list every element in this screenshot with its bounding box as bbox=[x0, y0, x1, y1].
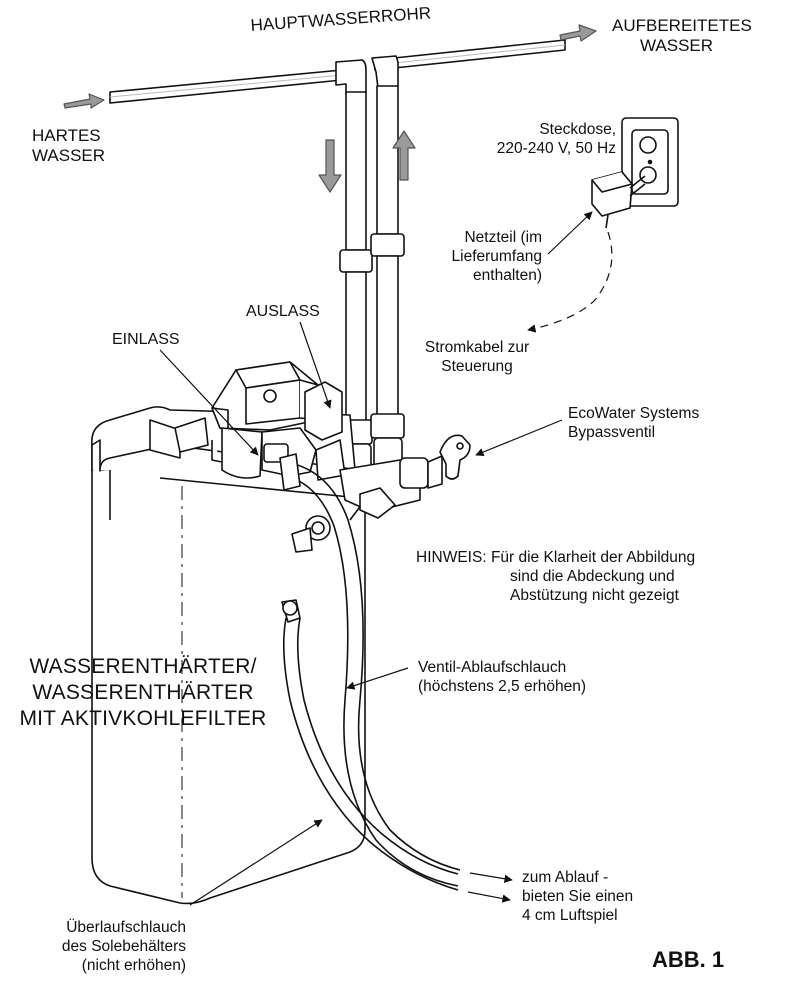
leader-valve-drain bbox=[346, 667, 409, 690]
leader-inlet bbox=[159, 349, 259, 456]
treated-water-line-2: WASSER bbox=[640, 36, 714, 55]
leader-supply bbox=[547, 211, 593, 255]
to-drain-line-3: 4 cm Luftspiel bbox=[522, 907, 618, 924]
inlet-label: EINLASS bbox=[112, 331, 180, 348]
hard-water-label: HARTES WASSER bbox=[32, 126, 105, 166]
main-pipe bbox=[109, 39, 566, 104]
power-supply-line-3: enthalten) bbox=[473, 267, 542, 284]
pipe-elbow-right bbox=[371, 55, 399, 89]
note-line-1: Für die Klarheit der Abbildung bbox=[490, 549, 696, 566]
power-supply-line-2: Lieferumfang bbox=[451, 248, 542, 265]
leader-drain-1 bbox=[469, 872, 513, 883]
valve-drain-hose bbox=[285, 461, 461, 871]
power-cord-label: Stromkabel zur Steuerung bbox=[404, 338, 550, 376]
note-line-3: Abstützung nicht gezeigt bbox=[510, 587, 679, 604]
leader-overflow bbox=[189, 819, 323, 906]
socket-line-2: 220-240 V, 50 Hz bbox=[496, 140, 616, 157]
softener-label: WASSERENTHÄRTER/ WASSERENTHÄRTER MIT AKT… bbox=[12, 654, 274, 732]
overflow-line-2: des Solebehälters bbox=[61, 938, 186, 955]
socket-line-1: Steckdose, bbox=[539, 121, 616, 138]
valve-drain-label: Ventil-Ablaufschlauch (höchstens 2,5 erh… bbox=[418, 658, 586, 696]
power-supply-label: Netzteil (im Lieferumfang enthalten) bbox=[452, 228, 542, 285]
note-prefix: HINWEIS: bbox=[416, 549, 487, 566]
flow-arrows bbox=[63, 24, 597, 193]
bypass-line-1: EcoWater Systems bbox=[568, 405, 700, 422]
figure-id: ABB. 1 bbox=[652, 947, 725, 972]
power-supply-line-1: Netzteil (im bbox=[464, 229, 542, 246]
leader-outlet bbox=[299, 321, 332, 409]
softener-line-2: WASSERENTHÄRTER bbox=[32, 681, 254, 704]
valve-drain-line-2: (höchstens 2,5 erhöhen) bbox=[418, 678, 587, 695]
socket-label: Steckdose, 220-240 V, 50 Hz bbox=[497, 120, 616, 158]
power-adapter bbox=[591, 171, 646, 229]
to-drain-line-2: bieten Sie einen bbox=[522, 888, 634, 905]
to-drain-label: zum Ablauf - bieten Sie einen 4 cm Lufts… bbox=[522, 868, 633, 925]
control-valve bbox=[211, 361, 346, 481]
overflow-label: Überlaufschlauch des Solebehälters (nich… bbox=[62, 918, 186, 975]
treated-water-line-1: AUFBEREITETES bbox=[612, 16, 752, 35]
bypass-line-2: Bypassventil bbox=[568, 424, 656, 441]
softener-line-3: MIT AKTIVKOHLEFILTER bbox=[19, 707, 267, 730]
bypass-label: EcoWater Systems Bypassventil bbox=[568, 404, 699, 442]
hard-water-line-1: HARTES bbox=[32, 126, 101, 145]
bypass-valve bbox=[339, 434, 471, 519]
power-cord-line-2: Steuerung bbox=[441, 358, 513, 375]
hard-water-line-2: WASSER bbox=[32, 146, 106, 165]
overflow-line-1: Überlaufschlauch bbox=[66, 919, 186, 936]
note-line-2: sind die Abdeckung und bbox=[510, 568, 675, 585]
outlet-label: AUSLASS bbox=[246, 303, 320, 320]
leader-bypass bbox=[475, 419, 563, 457]
pipe-elbow-left bbox=[335, 59, 367, 95]
softener-line-1: WASSERENTHÄRTER/ bbox=[29, 655, 257, 678]
overflow-line-3: (nicht erhöhen) bbox=[81, 957, 186, 974]
note-label: HINWEIS: Für die Klarheit der Abbildung … bbox=[416, 548, 695, 605]
leader-power-cord bbox=[527, 231, 613, 333]
valve-drain-line-1: Ventil-Ablaufschlauch bbox=[418, 659, 567, 676]
overflow-fitting bbox=[281, 515, 331, 623]
power-cord-line-1: Stromkabel zur bbox=[424, 339, 530, 356]
to-drain-line-1: zum Ablauf - bbox=[522, 869, 609, 886]
leader-drain-2 bbox=[467, 891, 511, 903]
overflow-hose bbox=[282, 617, 459, 891]
treated-water-label: AUFBEREITETES WASSER bbox=[612, 16, 752, 56]
